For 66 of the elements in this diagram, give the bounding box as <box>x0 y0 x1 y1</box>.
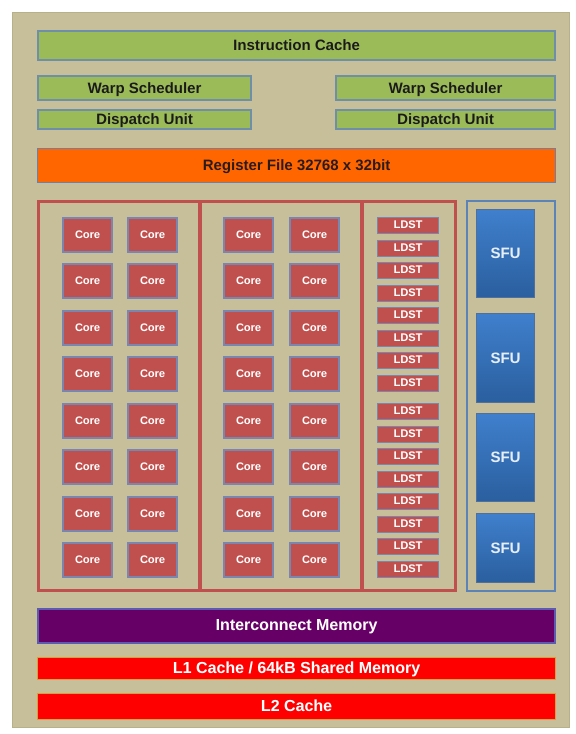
sfu-block: SFU <box>476 513 535 583</box>
core-block: Core <box>223 542 274 578</box>
core-block: Core <box>127 542 178 578</box>
ldst-block: LDST <box>377 285 439 302</box>
core-block: Core <box>127 496 178 532</box>
core-block: Core <box>289 356 340 392</box>
ldst-block: LDST <box>377 538 439 555</box>
ldst-block: LDST <box>377 262 439 279</box>
sfu-block: SFU <box>476 413 535 502</box>
unit-bar: Warp Scheduler <box>335 75 556 101</box>
core-block: Core <box>223 263 274 299</box>
ldst-block: LDST <box>377 240 439 257</box>
core-block: Core <box>223 496 274 532</box>
core-block: Core <box>289 217 340 253</box>
core-group-box <box>37 200 201 592</box>
register-file-bar: Register File 32768 x 32bit <box>37 148 556 183</box>
sfu-group-box <box>466 200 556 592</box>
core-block: Core <box>289 449 340 485</box>
core-block: Core <box>127 403 178 439</box>
core-block: Core <box>127 449 178 485</box>
core-block: Core <box>223 403 274 439</box>
core-block: Core <box>127 217 178 253</box>
ldst-block: LDST <box>377 307 439 324</box>
core-group-box <box>199 200 363 592</box>
ldst-block: LDST <box>377 493 439 510</box>
ldst-block: LDST <box>377 561 439 578</box>
sfu-block: SFU <box>476 209 535 298</box>
core-block: Core <box>289 310 340 346</box>
core-block: Core <box>62 449 113 485</box>
core-block: Core <box>127 356 178 392</box>
core-block: Core <box>127 263 178 299</box>
core-group-box <box>361 200 457 592</box>
cache-bar: L1 Cache / 64kB Shared Memory <box>37 657 556 680</box>
core-block: Core <box>223 449 274 485</box>
ldst-block: LDST <box>377 330 439 347</box>
ldst-block: LDST <box>377 448 439 465</box>
core-block: Core <box>289 542 340 578</box>
core-block: Core <box>62 356 113 392</box>
core-block: Core <box>289 263 340 299</box>
core-block: Core <box>223 310 274 346</box>
ldst-block: LDST <box>377 352 439 369</box>
core-block: Core <box>289 496 340 532</box>
core-block: Core <box>62 310 113 346</box>
core-block: Core <box>127 310 178 346</box>
core-block: Core <box>62 542 113 578</box>
cache-bar: L2 Cache <box>37 693 556 720</box>
core-block: Core <box>62 403 113 439</box>
unit-bar: Warp Scheduler <box>37 75 252 101</box>
core-block: Core <box>62 496 113 532</box>
core-block: Core <box>62 217 113 253</box>
unit-bar: Instruction Cache <box>37 30 556 61</box>
core-block: Core <box>289 403 340 439</box>
ldst-block: LDST <box>377 403 439 420</box>
sfu-block: SFU <box>476 313 535 403</box>
ldst-block: LDST <box>377 471 439 488</box>
sm-panel <box>12 12 570 728</box>
unit-bar: Dispatch Unit <box>37 109 252 130</box>
core-block: Core <box>223 356 274 392</box>
core-block: Core <box>62 263 113 299</box>
ldst-block: LDST <box>377 426 439 443</box>
ldst-block: LDST <box>377 217 439 234</box>
interconnect-bar: Interconnect Memory <box>37 608 556 644</box>
ldst-block: LDST <box>377 375 439 392</box>
unit-bar: Dispatch Unit <box>335 109 556 130</box>
core-block: Core <box>223 217 274 253</box>
ldst-block: LDST <box>377 516 439 533</box>
